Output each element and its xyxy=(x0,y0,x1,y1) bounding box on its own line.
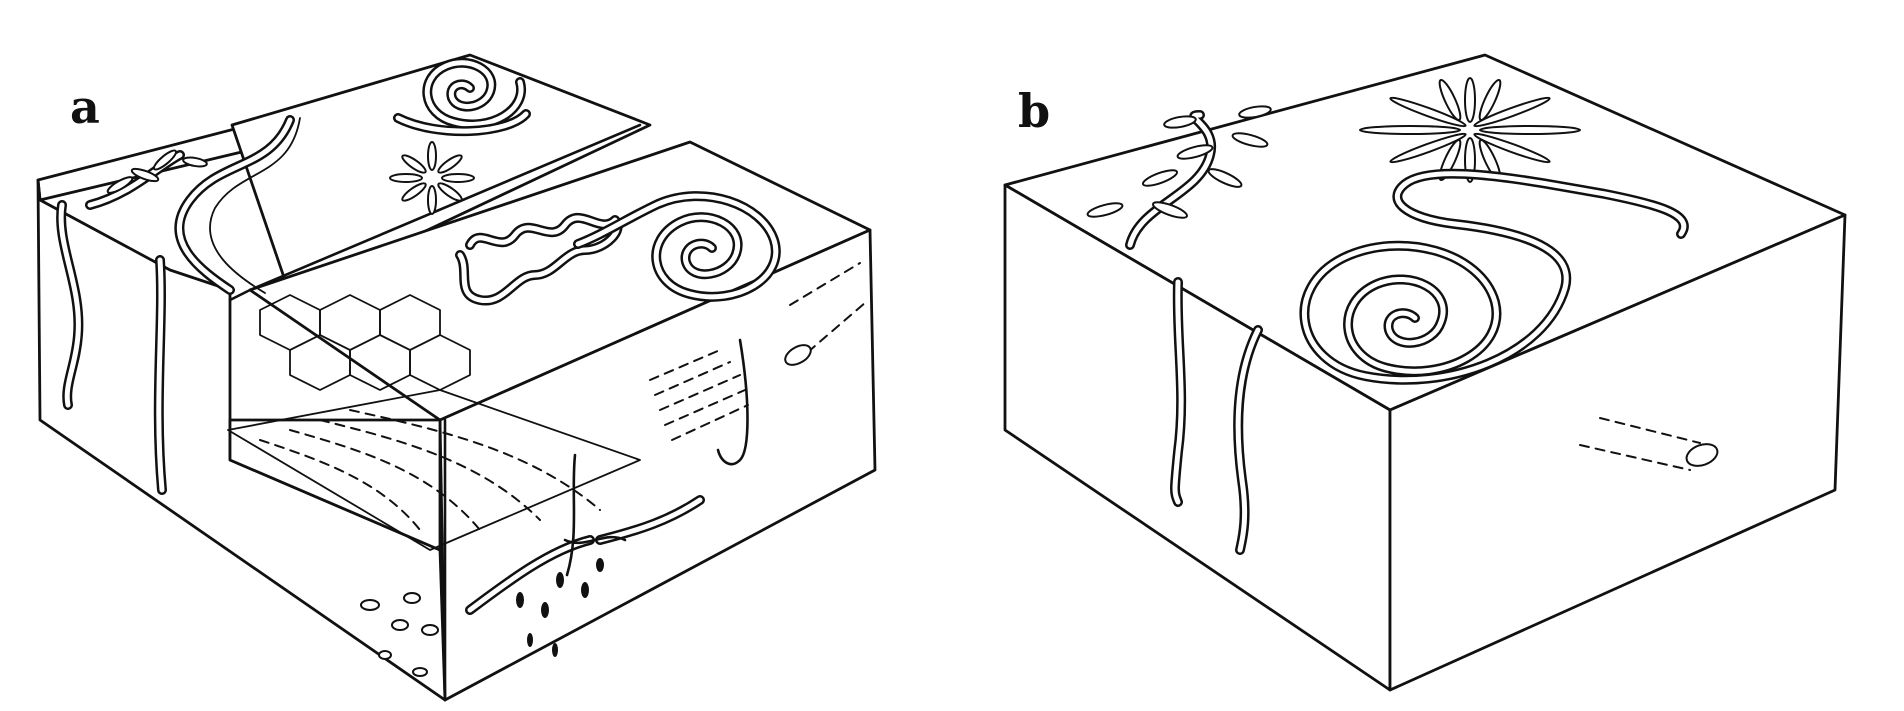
panel-a-dots xyxy=(516,558,604,657)
panel-b-leaves xyxy=(1086,105,1272,219)
panel-b-star-trace xyxy=(1359,77,1581,183)
panel-a-branching-burrows xyxy=(465,453,705,615)
panel-a-label: a xyxy=(70,80,100,134)
panel-b-label: b xyxy=(1018,84,1051,138)
panel-a-inner-front-face xyxy=(228,418,442,552)
panel-a-star-trace xyxy=(389,141,475,215)
panel-a-dashed-burrow xyxy=(789,262,867,353)
panel-a-honeycomb-network xyxy=(259,294,471,391)
panel-a-lower-plane xyxy=(227,389,641,551)
panel-a-fan-trace xyxy=(259,409,601,531)
panel-b-dashed-burrow xyxy=(1579,417,1701,471)
panel-a-upper-top-face xyxy=(230,53,652,297)
panel-a-spreite-trace xyxy=(649,349,749,441)
panel-a-pellets xyxy=(360,592,439,677)
